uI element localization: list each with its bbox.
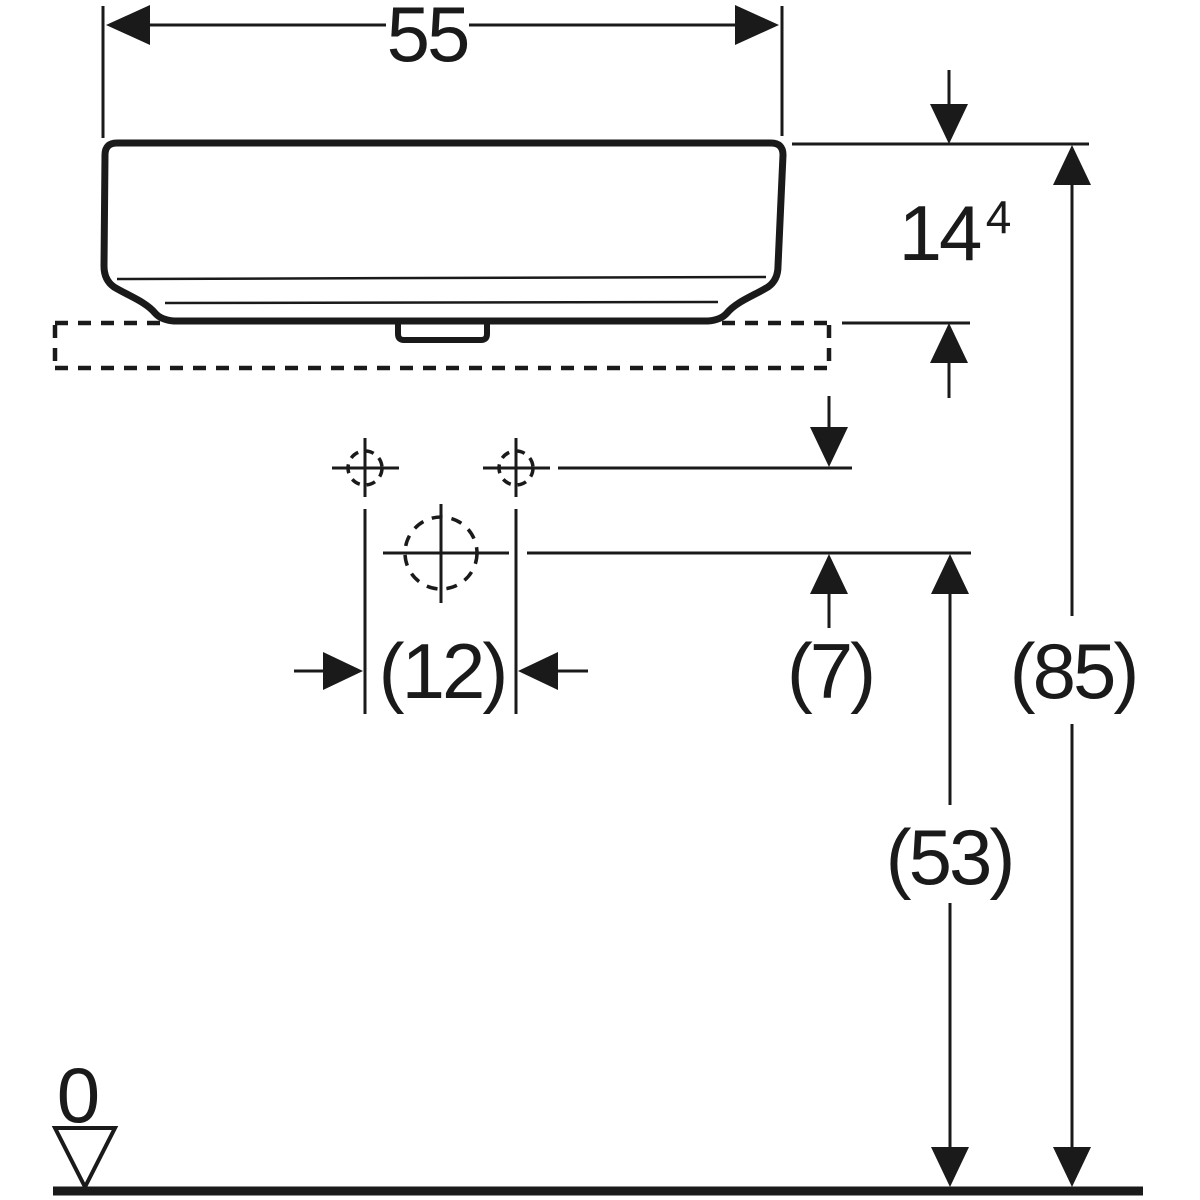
basin-outline: [100, 139, 787, 325]
dim-drain-height-label: (53): [886, 813, 1013, 901]
tap-hole-left-crosshair: [332, 438, 399, 497]
dimension-width: 55: [101, 0, 784, 138]
datum-zero-label: 0: [57, 1051, 98, 1139]
basin-inner-rim-line: [116, 275, 767, 281]
dim-total-height-label: (85): [1010, 627, 1137, 715]
datum-triangle-icon: [51, 1126, 119, 1192]
washbasin: [100, 139, 787, 343]
arrow-right-icon: [735, 5, 779, 45]
dimension-basin-height: 14 4: [899, 70, 1012, 398]
arrow-left-icon: [518, 652, 558, 690]
dimension-drain-height: (53): [886, 554, 1015, 1187]
dim-basin-height-label: 14: [899, 189, 981, 277]
drain-fitting-outline: [395, 322, 490, 343]
tap-holes: [332, 438, 550, 714]
arrow-up-icon: [930, 323, 968, 363]
dim-tap-to-drain-label: (7): [787, 627, 873, 715]
arrow-down-icon: [930, 104, 968, 144]
dimension-tap-spacing: (12): [294, 627, 588, 715]
arrow-up-icon: [1053, 145, 1091, 185]
dim-width-label: 55: [387, 0, 468, 78]
arrow-down-icon: [931, 1147, 969, 1187]
arrow-right-icon: [323, 652, 363, 690]
arrow-up-icon: [810, 554, 848, 594]
arrow-down-icon: [810, 427, 848, 467]
countertop-dashed-outline: [52, 320, 832, 371]
floor-datum: 0: [51, 1051, 119, 1192]
dimension-tap-to-drain: (7): [787, 396, 876, 715]
dim-basin-height-superscript: 4: [986, 191, 1011, 243]
basin-skirt-line: [164, 300, 719, 305]
arrow-up-icon: [931, 554, 969, 594]
dimension-total-height: (85): [1010, 145, 1139, 1187]
drain-hole: [383, 504, 509, 603]
arrow-down-icon: [1053, 1147, 1091, 1187]
dim-tap-spacing-label: (12): [379, 627, 506, 715]
arrow-left-icon: [106, 5, 150, 45]
tap-hole-right-crosshair: [483, 438, 550, 497]
drain-hole-crosshair: [383, 504, 509, 603]
